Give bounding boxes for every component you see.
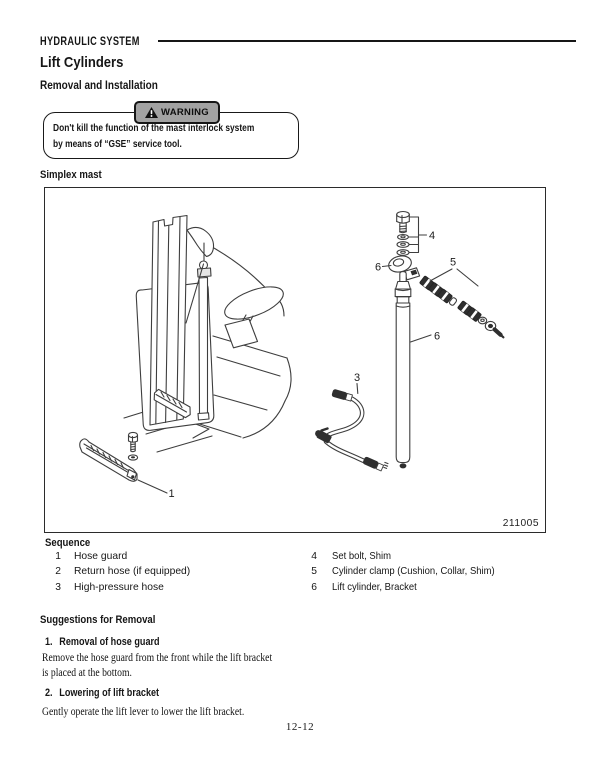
carriage-crossbar [153, 388, 191, 419]
sequence-item-6-num: 6 [311, 581, 317, 593]
installed-lift-cylinder [185, 242, 212, 421]
header-rule [158, 40, 576, 43]
cylinder-clamp-parts [419, 275, 505, 339]
step-1-body-line2: is placed at the bottom. [42, 667, 149, 679]
leader-bracket-5 [429, 268, 479, 287]
simplex-mast-diagram: 1 3 4 5 6 6 211005 [79, 210, 539, 529]
high-pressure-hose-part [315, 389, 389, 472]
sequence-item-4-label: Set bolt, Shim [332, 551, 391, 562]
figure-caption: Simplex mast [40, 169, 111, 181]
sequence-item-2: 2 Return hose (if equipped) [45, 564, 190, 579]
page-number: 12-12 [285, 721, 315, 733]
callout-6-bracket: 6 [375, 262, 381, 274]
step-2-body-line1: Gently operate the lift lever to lower t… [42, 706, 283, 718]
shim-washers [396, 233, 410, 256]
callout-3: 3 [354, 372, 360, 384]
steering-wheel [224, 286, 284, 349]
leader-bracket-4 [408, 216, 428, 254]
leader-line-3 [356, 382, 359, 395]
step-2-title: 2. Lowering of lift bracket [45, 687, 181, 699]
hose-guard-part [79, 438, 138, 482]
sequence-item-1-num: 1 [55, 551, 61, 562]
step-1-number: 1. [45, 636, 53, 648]
suggestions-heading-text: Suggestions for Removal [40, 614, 156, 626]
step-2-number: 2. [45, 687, 53, 699]
callout-4: 4 [429, 230, 435, 242]
sequence-item-3-num: 3 [55, 581, 61, 593]
mast-rails [149, 214, 215, 426]
step-2-label: Lowering of lift bracket [59, 687, 160, 699]
sequence-item-6: 6 Lift cylinder, Bracket [304, 580, 509, 595]
sequence-item-2-num: 2 [55, 566, 61, 578]
warning-text-line2-text: by means of “GSE” service tool. [53, 138, 182, 150]
step-2-body-line1-text: Gently operate the lift lever to lower t… [42, 706, 245, 718]
sequence-item-5-num: 5 [311, 566, 317, 578]
page-subtitle-text: Removal and Installation [40, 80, 158, 92]
warning-triangle-icon [144, 107, 158, 118]
step-1-body-line1: Remove the hose guard from the front whi… [42, 652, 316, 664]
sequence-heading: Sequence [45, 537, 97, 549]
sequence-item-3-label: High-pressure hose [74, 581, 164, 593]
page-title: Lift Cylinders [40, 54, 136, 71]
leader-line-1 [137, 479, 168, 494]
leader-line-6a [381, 264, 392, 268]
leader-line-6b [409, 334, 432, 343]
hose-guard-bolt [127, 431, 139, 461]
sequence-item-1: 1 Hose guard [45, 549, 190, 564]
page-subtitle: Removal and Installation [40, 80, 175, 92]
callout-5: 5 [450, 257, 456, 269]
drawing-number: 211005 [503, 518, 539, 529]
sequence-item-4-num: 4 [311, 551, 317, 562]
figure-box: 1 3 4 5 6 6 211005 [44, 187, 546, 533]
section-title-text: HYDRAULIC SYSTEM [40, 36, 140, 48]
figure-caption-text: Simplex mast [40, 169, 102, 181]
page-title-text: Lift Cylinders [40, 54, 124, 71]
sequence-item-6-label: Lift cylinder, Bracket [332, 581, 417, 593]
sequence-list-right: 4 Set bolt, Shim 5 Cylinder clamp (Cushion… [304, 549, 509, 595]
sequence-item-1-label: Hose guard [74, 551, 128, 562]
callout-1: 1 [169, 488, 175, 500]
step-1-label: Removal of hose guard [59, 636, 160, 648]
sequence-item-3: 3 High-pressure hose [45, 580, 190, 595]
lift-cylinder-part [394, 271, 412, 469]
warning-badge: WARNING [134, 101, 220, 124]
step-1-body-line2-text: is placed at the bottom. [42, 667, 132, 679]
sequence-item-5-label: Cylinder clamp (Cushion, Collar, Shim) [332, 566, 495, 578]
step-2-title-text: 2. Lowering of lift bracket [45, 687, 159, 699]
step-1-title-text: 1. Removal of hose guard [45, 636, 160, 648]
step-1-body-line1-text: Remove the hose guard from the front whi… [42, 652, 273, 664]
section-title: HYDRAULIC SYSTEM [40, 36, 165, 48]
warning-text-line2: by means of “GSE” service tool. [53, 138, 214, 150]
sequence-item-4: 4 Set bolt, Shim [304, 549, 509, 564]
sequence-heading-text: Sequence [45, 537, 91, 549]
callout-6-cylinder: 6 [434, 331, 440, 343]
suggestions-heading: Suggestions for Removal [40, 614, 173, 626]
step-1-title: 1. Removal of hose guard [45, 636, 181, 648]
sequence-list-left: 1 Hose guard 2 Return hose (if equipped) 3… [45, 549, 190, 595]
sequence-item-2-label: Return hose (if equipped) [74, 566, 191, 578]
sequence-item-5: 5 Cylinder clamp (Cushion, Collar, Shim) [304, 564, 509, 579]
set-bolt-part [396, 210, 410, 234]
warning-badge-label: WARNING [160, 107, 209, 118]
warning-text-line1: Don't kill the function of the mast inte… [53, 122, 305, 134]
warning-text-line1-text: Don't kill the function of the mast inte… [53, 122, 255, 134]
